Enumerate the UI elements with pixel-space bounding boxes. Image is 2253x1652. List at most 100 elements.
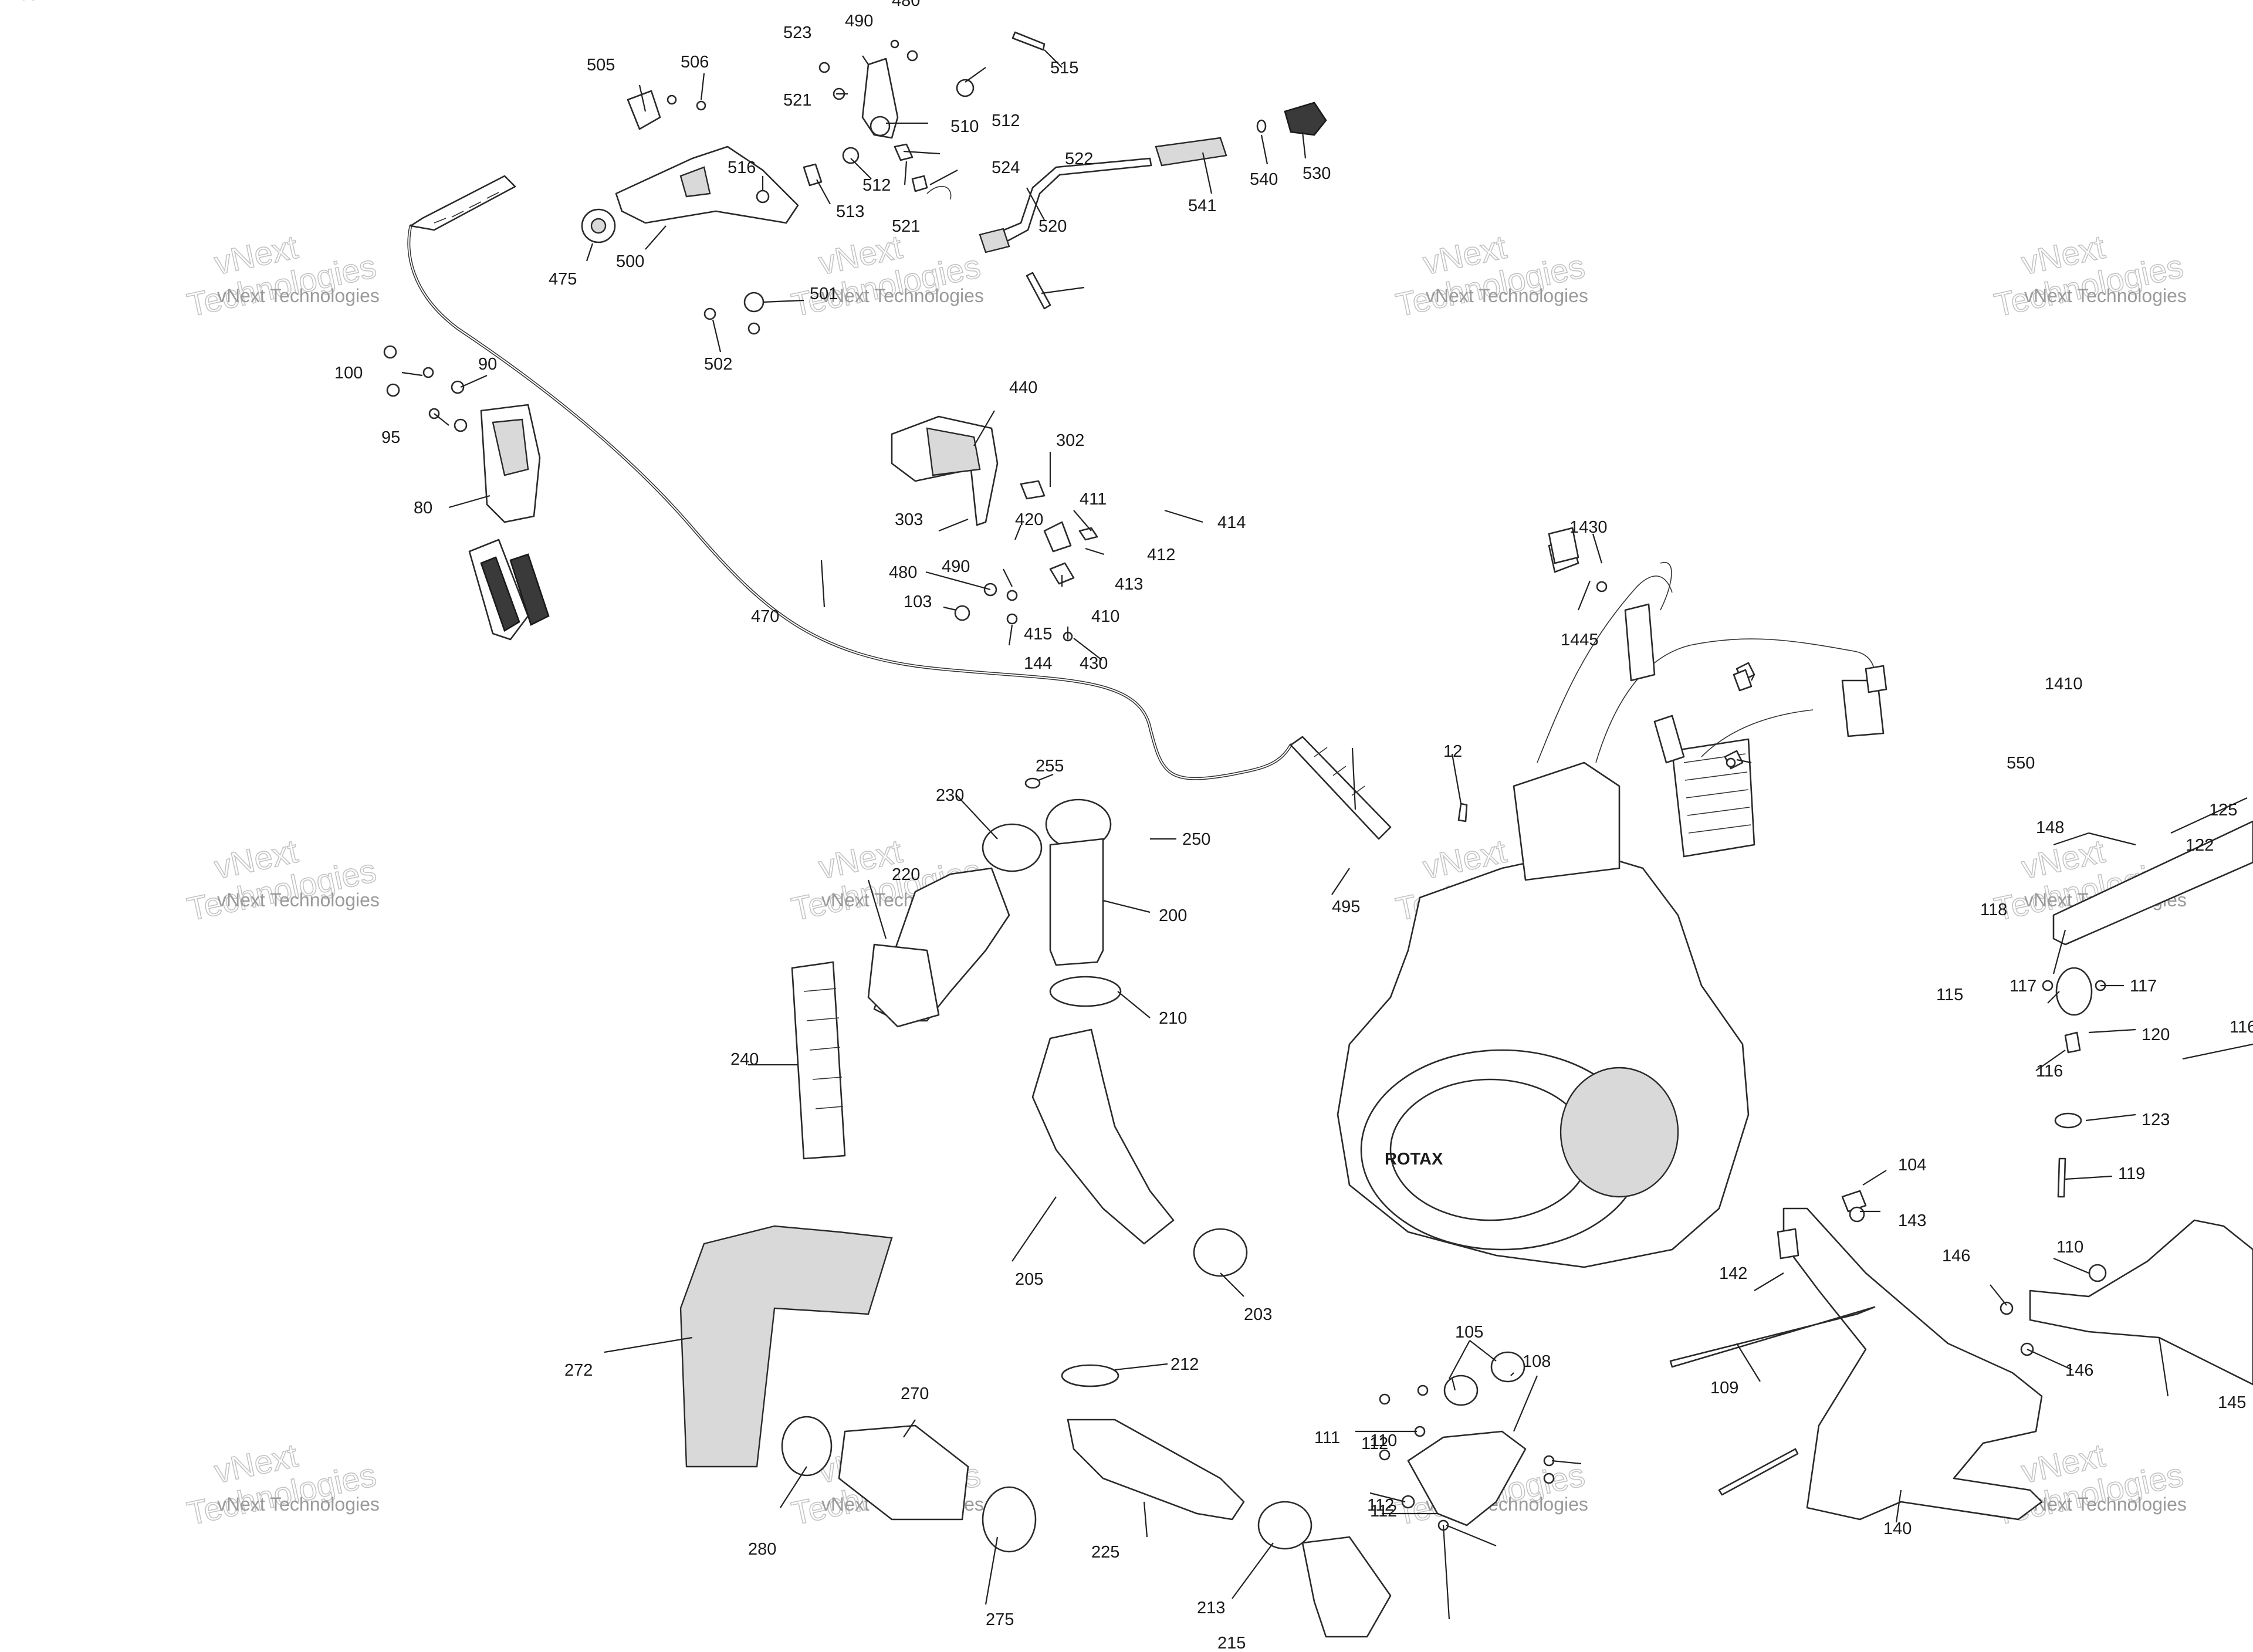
callout-213: 213 bbox=[1197, 1599, 1225, 1617]
callout-117: 117 bbox=[2010, 977, 2037, 996]
callout-1410: 1410 bbox=[2045, 675, 2083, 693]
engine-brand-mark: ROTAX bbox=[1385, 1150, 1443, 1169]
callout-112: 112 bbox=[1370, 1502, 1397, 1521]
callout-240: 240 bbox=[730, 1050, 759, 1069]
callout-440: 440 bbox=[1009, 378, 1037, 397]
accelerator-pedal bbox=[383, 345, 550, 641]
svg-text:vNext Technologies: vNext Technologies bbox=[1426, 285, 1588, 306]
parts-layer: ROTAX bbox=[383, 31, 2253, 1638]
callout-521: 521 bbox=[892, 217, 920, 236]
callout-105: 105 bbox=[1455, 1323, 1483, 1342]
callout-112: 112 bbox=[1367, 1496, 1394, 1515]
callout-212: 212 bbox=[1171, 1355, 1199, 1374]
callout-272: 272 bbox=[564, 1361, 593, 1380]
shift-rod-group bbox=[979, 101, 1327, 253]
callout-205: 205 bbox=[1015, 1270, 1043, 1289]
callout-140: 140 bbox=[1883, 1519, 1912, 1538]
callout-145: 145 bbox=[2218, 1393, 2246, 1412]
callout-524: 524 bbox=[992, 158, 1020, 177]
callout-512: 512 bbox=[862, 176, 891, 195]
callout-490: 490 bbox=[845, 12, 873, 31]
top-bracket-group bbox=[581, 90, 799, 335]
callout-410: 410 bbox=[1091, 607, 1119, 626]
callout-541: 541 bbox=[1188, 197, 1216, 215]
callout-510: 510 bbox=[950, 117, 979, 136]
callout-512: 512 bbox=[992, 111, 1020, 130]
callout-540: 540 bbox=[1250, 170, 1278, 189]
callout-270: 270 bbox=[901, 1384, 929, 1403]
callout-108: 108 bbox=[1523, 1352, 1551, 1371]
callout-530: 530 bbox=[1303, 164, 1331, 183]
callout-502: 502 bbox=[704, 355, 732, 374]
callout-110: 110 bbox=[1370, 1431, 1397, 1450]
callout-275: 275 bbox=[986, 1610, 1014, 1629]
callout-1445: 1445 bbox=[1561, 631, 1599, 649]
callout-415: 415 bbox=[1024, 625, 1052, 644]
callout-210: 210 bbox=[1159, 1009, 1187, 1028]
callout-110: 110 bbox=[2056, 1238, 2083, 1257]
callout-115: 115 bbox=[1936, 986, 1963, 1004]
callout-430: 430 bbox=[1080, 654, 1108, 673]
callout-230: 230 bbox=[936, 786, 964, 805]
callout-420: 420 bbox=[1015, 510, 1043, 529]
callout-523: 523 bbox=[783, 23, 811, 42]
callout-112: 112 bbox=[1361, 1434, 1388, 1453]
callout-144: 144 bbox=[1024, 654, 1052, 673]
callout-1430: 1430 bbox=[1569, 518, 1608, 537]
callout-122: 122 bbox=[2186, 836, 2214, 855]
callout-100: 100 bbox=[334, 364, 363, 382]
callout-413: 413 bbox=[1115, 575, 1143, 594]
callout-143: 143 bbox=[1898, 1211, 1926, 1230]
callout-280: 280 bbox=[748, 1540, 776, 1559]
callout-495: 495 bbox=[1332, 898, 1360, 916]
callout-146: 146 bbox=[1942, 1247, 1970, 1265]
callout-120: 120 bbox=[2142, 1025, 2170, 1044]
callout-500: 500 bbox=[616, 252, 644, 271]
callout-118: 118 bbox=[1980, 901, 2007, 919]
svg-text:vNext Technologies: vNext Technologies bbox=[217, 1494, 380, 1515]
engine-mounts bbox=[1669, 820, 2253, 1521]
svg-text:vNext Technologies: vNext Technologies bbox=[821, 285, 984, 306]
callout-522: 522 bbox=[1065, 150, 1093, 168]
callout-303: 303 bbox=[895, 510, 923, 529]
callout-203: 203 bbox=[1244, 1305, 1272, 1324]
callout-111: 111 bbox=[1314, 1428, 1340, 1447]
callout-302: 302 bbox=[1056, 431, 1084, 450]
callout-146: 146 bbox=[2065, 1361, 2093, 1380]
leader-lines bbox=[401, 49, 2253, 1620]
callout-103: 103 bbox=[904, 593, 932, 611]
callout-520: 520 bbox=[1038, 217, 1067, 236]
callout-119: 119 bbox=[2118, 1164, 2145, 1183]
callout-1450: 1450 bbox=[0, 0, 38, 4]
callout-90: 90 bbox=[478, 355, 497, 374]
callout-142: 142 bbox=[1719, 1264, 1747, 1283]
callout-95: 95 bbox=[381, 428, 400, 447]
callout-516: 516 bbox=[728, 158, 756, 177]
callout-490: 490 bbox=[942, 557, 970, 576]
throttle-cable bbox=[407, 175, 1392, 840]
engine-assembly: ROTAX bbox=[1337, 541, 1885, 1268]
callout-513: 513 bbox=[836, 202, 864, 221]
callout-220: 220 bbox=[892, 865, 920, 884]
svg-text:vNext Technologies: vNext Technologies bbox=[2024, 1494, 2187, 1515]
callout-104: 104 bbox=[1898, 1156, 1926, 1174]
callout-412: 412 bbox=[1147, 546, 1175, 564]
callout-225: 225 bbox=[1091, 1543, 1119, 1562]
callout-12: 12 bbox=[1443, 742, 1462, 761]
callout-480: 480 bbox=[892, 0, 920, 10]
callout-250: 250 bbox=[1182, 830, 1210, 849]
callout-475: 475 bbox=[549, 270, 577, 289]
callout-411: 411 bbox=[1080, 490, 1107, 509]
cable-bracket-440 bbox=[891, 415, 1098, 642]
callout-117: 117 bbox=[2130, 977, 2157, 996]
svg-text:vNext Technologies: vNext Technologies bbox=[2024, 285, 2187, 306]
callout-255: 255 bbox=[1036, 757, 1064, 776]
